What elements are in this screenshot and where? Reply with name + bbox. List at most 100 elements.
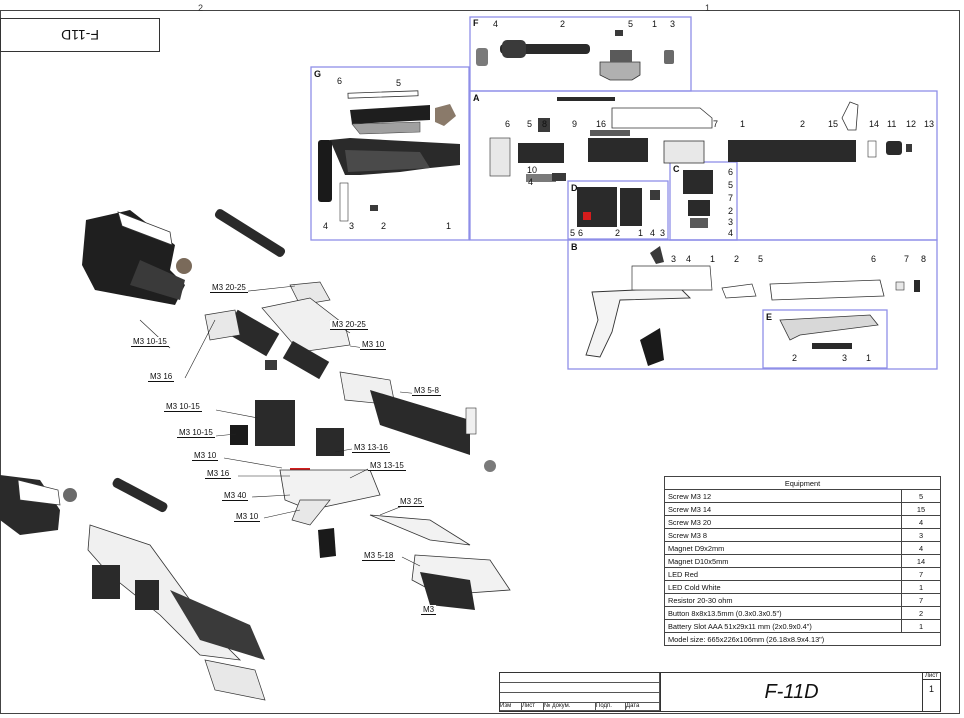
- hardware-label: M3 10: [360, 340, 387, 350]
- equipment-header: Equipment: [664, 476, 941, 490]
- hardware-label: M3 10-15: [177, 428, 215, 438]
- equipment-item: Screw M3 20: [664, 515, 902, 529]
- equipment-item: Magnet D10x5mm: [664, 554, 902, 568]
- title-block-grid: Изм Лист № докум. Подп. Дата: [500, 673, 660, 711]
- callout-b-7: 7: [904, 254, 910, 264]
- callout-a-8: 8: [542, 119, 548, 129]
- tb-col-header: Лист: [522, 703, 544, 711]
- hardware-label: M3 16: [205, 469, 232, 479]
- callout-g-1: 1: [446, 221, 452, 231]
- tb-col-header: Изм: [500, 703, 522, 711]
- equipment-item: Magnet D9x2mm: [664, 541, 902, 555]
- equipment-item: LED Cold White: [664, 580, 902, 594]
- callout-c-2: 2: [728, 206, 734, 216]
- hardware-label: M3 10: [234, 512, 261, 522]
- panel-g-border: [310, 66, 470, 241]
- callout-e-1: 1: [866, 353, 872, 363]
- drawing-name: F-11D: [660, 673, 922, 711]
- equipment-qty: 7: [901, 593, 941, 607]
- panel-d-border: [567, 180, 669, 240]
- equipment-qty: 4: [901, 515, 941, 529]
- hardware-label: M3 13-15: [368, 461, 406, 471]
- panel-e-border: [762, 309, 888, 369]
- tb-col-header: Дата: [626, 703, 660, 711]
- callout-a-16: 16: [596, 119, 607, 129]
- callout-b-1: 1: [710, 254, 716, 264]
- callout-a-5: 5: [527, 119, 533, 129]
- callout-c-4: 4: [728, 228, 734, 238]
- hardware-label: M3 20-25: [330, 320, 368, 330]
- hardware-label: M3: [421, 605, 437, 615]
- equipment-item: Screw M3 14: [664, 502, 902, 516]
- table-row: Button 8x8x13.5mm (0.3x0.3x0.5")2: [664, 606, 941, 620]
- callout-b-3: 3: [671, 254, 677, 264]
- callout-f-5: 5: [628, 19, 634, 29]
- equipment-item: Screw M3 8: [664, 528, 902, 542]
- callout-f-2: 2: [560, 19, 566, 29]
- panel-g-letter: G: [314, 69, 322, 79]
- callout-a-4: 4: [528, 177, 534, 187]
- panel-f-parts: [476, 30, 674, 81]
- equipment-item: Resistor 20-30 ohm: [664, 593, 902, 607]
- callout-d-6: 6: [578, 228, 584, 238]
- panel-d-parts: [577, 187, 660, 227]
- callout-c-3: 3: [728, 217, 734, 227]
- callout-d-5: 5: [570, 228, 576, 238]
- sheet-label: Лист: [923, 673, 940, 680]
- callout-a-12: 12: [906, 119, 917, 129]
- hardware-label: M3 5-18: [362, 551, 396, 561]
- zone-mark-2: 2: [198, 3, 204, 13]
- hardware-label: M3 20-25: [210, 283, 248, 293]
- equipment-qty: 7: [901, 567, 941, 581]
- equipment-item: Screw M3 12: [664, 489, 902, 503]
- equipment-qty: 1: [901, 580, 941, 594]
- hardware-label: M3 10-15: [164, 402, 202, 412]
- panel-d-letter: D: [571, 183, 578, 193]
- drawing-frame: [0, 10, 960, 714]
- panel-g-parts: [318, 90, 460, 222]
- equipment-qty: 1: [901, 619, 941, 633]
- hardware-label: M3 10: [192, 451, 219, 461]
- panel-a-letter: A: [473, 93, 480, 103]
- hardware-label: M3 16: [148, 372, 175, 382]
- callout-b-6: 6: [871, 254, 877, 264]
- callout-a-1: 1: [740, 119, 746, 129]
- callout-d-2: 2: [615, 228, 621, 238]
- equipment-qty: 2: [901, 606, 941, 620]
- callout-f-3: 3: [670, 19, 676, 29]
- panel-e-parts: [779, 314, 879, 349]
- callout-g-4: 4: [323, 221, 329, 231]
- callout-a-11: 11: [887, 119, 897, 129]
- callout-e-2: 2: [792, 353, 798, 363]
- panel-e-letter: E: [766, 312, 773, 322]
- equipment-qty: 15: [901, 502, 941, 516]
- callout-g-5: 5: [396, 78, 402, 88]
- callout-a-14: 14: [869, 119, 880, 129]
- callout-a-13: 13: [924, 119, 935, 129]
- callout-a-6: 6: [505, 119, 511, 129]
- callout-g-6: 6: [337, 76, 343, 86]
- hardware-label: M3 5-8: [412, 386, 441, 396]
- callout-a-10: 10: [527, 165, 538, 175]
- hardware-label: M3 25: [398, 497, 425, 507]
- hardware-label: M3 10-15: [131, 337, 169, 347]
- callout-d-4: 4: [650, 228, 656, 238]
- callout-e-3: 3: [842, 353, 848, 363]
- sheet-cell: Лист 1: [922, 673, 940, 711]
- callout-d-3: 3: [660, 228, 666, 238]
- panel-b-border: [567, 239, 938, 370]
- callout-a-15: 15: [828, 119, 839, 129]
- tb-col-header: № докум.: [544, 703, 596, 711]
- equipment-item: LED Red: [664, 567, 902, 581]
- callout-a-9: 9: [572, 119, 578, 129]
- callout-a-7: 7: [713, 119, 719, 129]
- upper-exploded-assembly: [82, 209, 511, 610]
- hardware-label: M3 40: [222, 491, 249, 501]
